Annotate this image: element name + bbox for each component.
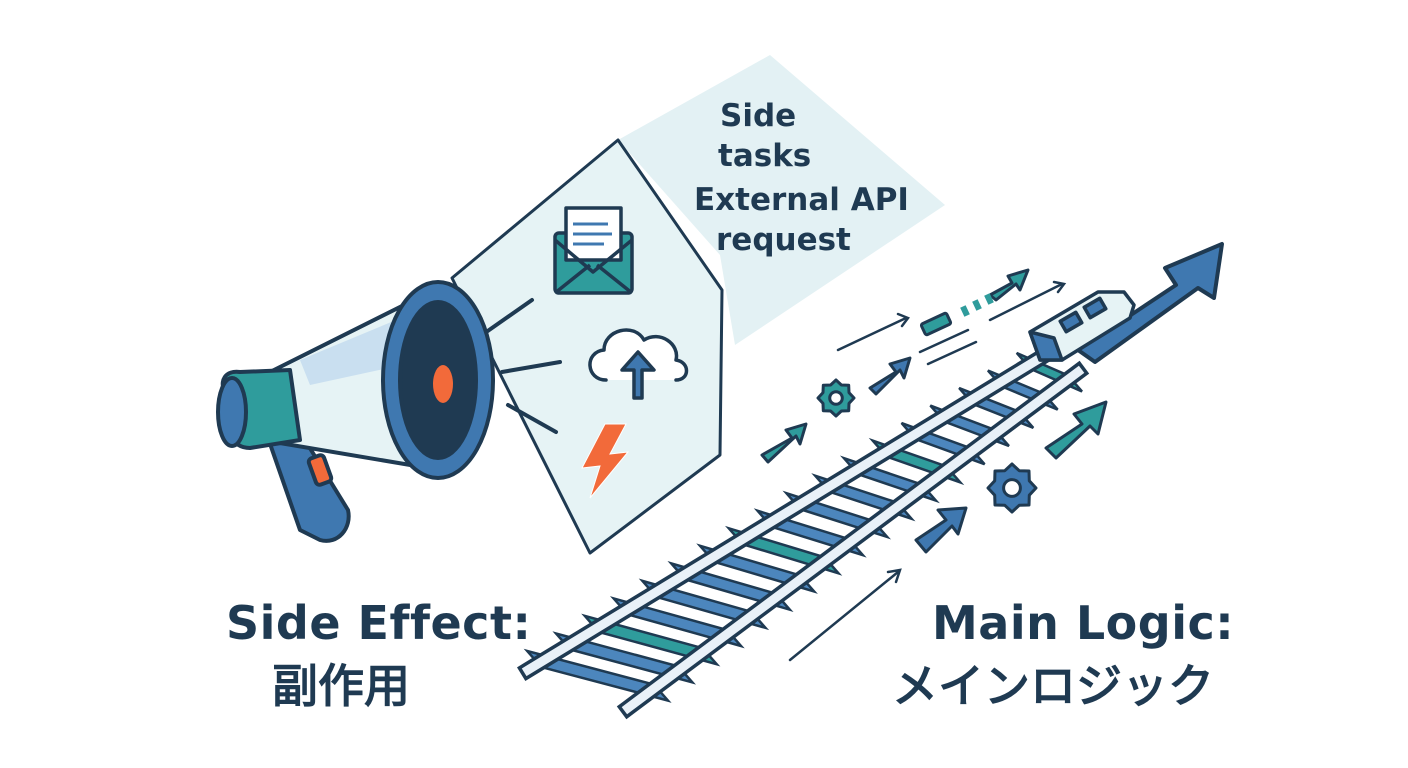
bubble-line-request: request <box>716 222 851 258</box>
flow-arrow <box>914 506 968 554</box>
cloud-upload-icon <box>588 328 689 400</box>
motion-lines <box>788 280 1067 662</box>
bubble-line-side: Side <box>720 98 797 134</box>
bubble-line-tasks: tasks <box>718 138 812 174</box>
gear-icon <box>816 378 856 418</box>
flow-arrows <box>760 268 1108 554</box>
flow-dash <box>919 311 953 337</box>
flow-arrow <box>1044 400 1108 460</box>
side-effect-subtitle: 副作用 <box>272 659 410 713</box>
speed-dashes <box>960 293 994 317</box>
sound-lines <box>480 298 562 434</box>
lightning-icon <box>581 423 630 499</box>
gears <box>816 378 1038 514</box>
main-logic-title: Main Logic: <box>932 596 1235 650</box>
gear-icon <box>986 462 1038 514</box>
rail-track <box>517 335 1090 720</box>
main-logic-subtitle: メインロジック <box>892 659 1214 713</box>
flow-arrow <box>868 356 912 396</box>
flow-arrow <box>760 422 808 464</box>
megaphone-beam <box>450 138 724 555</box>
train-icon <box>1028 290 1136 362</box>
bubble-line-external-api: External API <box>694 182 909 218</box>
side-effect-title: Side Effect: <box>226 596 532 650</box>
flow-arrow <box>988 268 1030 302</box>
main-flow-arrow <box>1076 242 1224 364</box>
speech-panel <box>618 55 945 345</box>
megaphone-icon <box>216 280 495 543</box>
envelope-icon <box>553 206 634 295</box>
